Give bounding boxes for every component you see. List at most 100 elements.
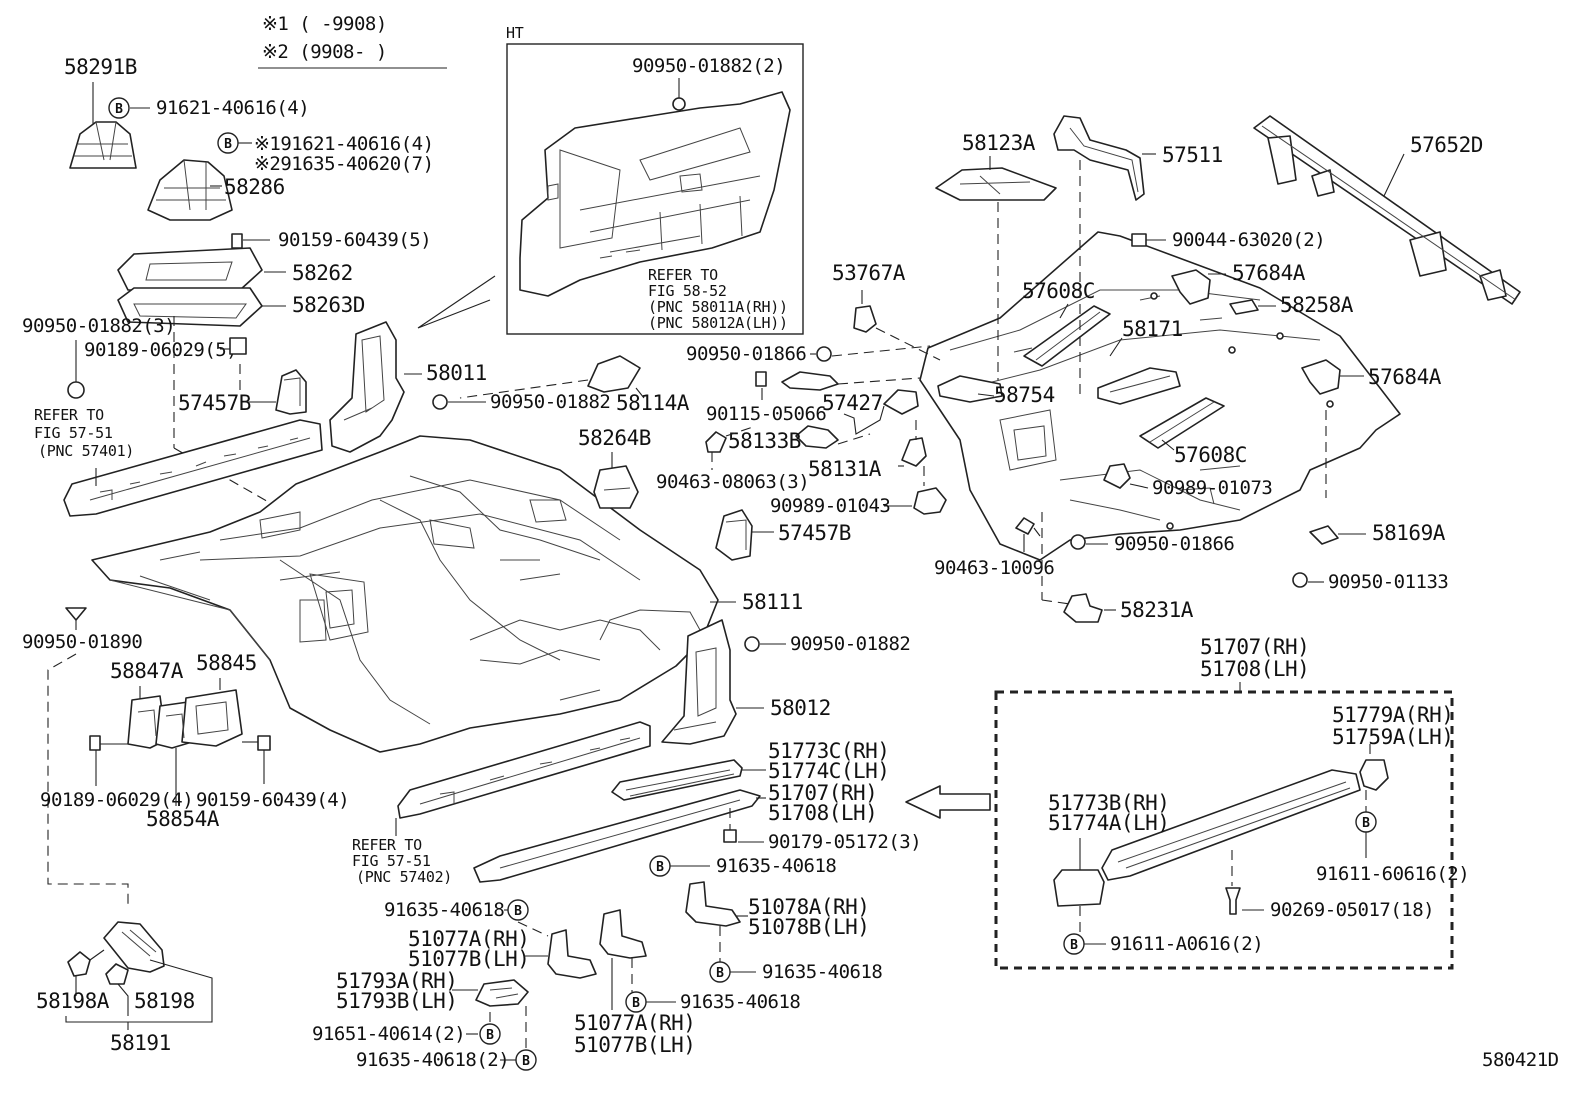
label-91635-40620-note2: ※291635-40620(7) bbox=[254, 153, 434, 175]
label-58012: 58012 bbox=[770, 696, 831, 720]
label-57511: 57511 bbox=[1162, 143, 1223, 167]
bracket-58133B bbox=[795, 425, 839, 449]
label-51793B: 51793B(LH) bbox=[336, 989, 457, 1013]
plug-set-58191: 58198A 58198 58191 bbox=[36, 921, 213, 1055]
label-57427: 57427 bbox=[822, 391, 883, 415]
label-58114A: 58114A bbox=[616, 391, 690, 415]
refer-57b-1: REFER TO bbox=[352, 836, 422, 854]
left-side-group: REFER TO FIG 57-51 (PNC 57401) 58011 574… bbox=[34, 321, 690, 517]
label-58133B: 58133B bbox=[728, 429, 801, 453]
plug-58198-icon bbox=[105, 963, 129, 985]
clip-90950-01866a-icon bbox=[816, 346, 832, 362]
clip-90463-08063-icon bbox=[705, 431, 727, 453]
label-51077A-a: 51077A(RH) bbox=[408, 927, 529, 951]
label-58171: 58171 bbox=[1122, 317, 1183, 341]
bolt-badge: B bbox=[522, 1054, 530, 1069]
label-91635-40618-d: 91635-40618 bbox=[680, 991, 800, 1013]
plug-90044-icon bbox=[1131, 233, 1147, 247]
shift-boot-58291B bbox=[69, 121, 137, 169]
label-51793A: 51793A(RH) bbox=[336, 969, 457, 993]
clip-90950-icon bbox=[67, 381, 85, 399]
panel-58011 bbox=[329, 321, 405, 453]
bolt-90115-icon bbox=[755, 371, 767, 387]
scuff-assembly-detail: 51707(RH) 51708(LH) 51779A(RH) 51759A(LH… bbox=[905, 635, 1470, 970]
label-90950-01882-d: 90950-01882 bbox=[790, 633, 910, 655]
bracket-58123A bbox=[935, 167, 1057, 201]
member-57511 bbox=[1053, 115, 1145, 201]
ht-refer-3: (PNC 58011A(RH)) bbox=[648, 298, 788, 316]
refer-57-1: REFER TO bbox=[34, 406, 104, 424]
label-51077A-b: 51077A(RH) bbox=[574, 1011, 695, 1035]
label-90463-08063-3: 90463-08063(3) bbox=[656, 471, 809, 493]
shift-boot-58286 bbox=[147, 159, 233, 221]
rear-floor-pan-58171 bbox=[919, 231, 1401, 561]
refer-57-2: FIG 57-51 bbox=[34, 424, 113, 442]
bolt-90159-icon bbox=[231, 233, 243, 249]
panel-58012 bbox=[661, 619, 737, 745]
label-58198: 58198 bbox=[134, 989, 195, 1013]
label-90189-06029-4: 90189-06029(4) bbox=[40, 789, 193, 811]
bolt-badge: B bbox=[632, 996, 640, 1011]
bolt-badge: B bbox=[1070, 938, 1078, 953]
legend: ※1 ( -9908) ※2 (9908- ) bbox=[258, 13, 447, 69]
clip-90950-01890-icon bbox=[65, 607, 87, 621]
label-90950-01866b: 90950-01866 bbox=[1114, 533, 1234, 555]
label-58231A: 58231A bbox=[1120, 598, 1194, 622]
right-side-panel-group: 58012 90950-01882 bbox=[661, 619, 911, 745]
label-91611-60616-2: 91611-60616(2) bbox=[1316, 863, 1469, 885]
label-58111: 58111 bbox=[742, 590, 803, 614]
label-90115-05066: 90115-05066 bbox=[706, 403, 826, 425]
label-51707-header: 51707(RH) bbox=[1200, 635, 1309, 659]
label-91635-40618-b: 91635-40618 bbox=[762, 961, 882, 983]
plug-58169A-icon bbox=[1309, 525, 1339, 545]
label-58198A: 58198A bbox=[36, 989, 110, 1013]
label-90950-01882-c: 90950-01882 bbox=[490, 391, 610, 413]
bracket-51077-b bbox=[599, 909, 647, 959]
label-51077B-a: 51077B(LH) bbox=[408, 947, 529, 971]
label-51774C: 51774C(LH) bbox=[768, 759, 889, 783]
label-90269-05017-18: 90269-05017(18) bbox=[1270, 899, 1434, 921]
label-90159-60439-5: 90159-60439(5) bbox=[278, 229, 431, 251]
label-58191: 58191 bbox=[110, 1031, 171, 1055]
label-91621-40616-4: 91621-40616(4) bbox=[156, 97, 309, 119]
bracket-53767A bbox=[853, 305, 877, 333]
label-51078A: 51078A(RH) bbox=[748, 895, 869, 919]
label-91651-40614-2: 91651-40614(2) bbox=[312, 1023, 465, 1045]
label-90159-60439-4: 90159-60439(4) bbox=[196, 789, 349, 811]
refer-57b-2: FIG 57-51 bbox=[352, 852, 431, 870]
ht-inset-title: HT bbox=[506, 24, 524, 42]
bolt-badge: B bbox=[115, 102, 123, 117]
label-57608C-b: 57608C bbox=[1174, 443, 1247, 467]
plug-58258A-icon bbox=[1229, 299, 1259, 315]
nut-90189-icon bbox=[229, 337, 247, 355]
label-58264B: 58264B bbox=[578, 426, 651, 450]
label-90950-01882-3: 90950-01882(3) bbox=[22, 315, 175, 337]
label-58258A: 58258A bbox=[1280, 293, 1354, 317]
end-cap-51773B bbox=[1053, 869, 1105, 907]
label-91635-40618-c: 91635-40618 bbox=[384, 899, 504, 921]
label-57684A-a: 57684A bbox=[1232, 261, 1306, 285]
label-57457B-b: 57457B bbox=[778, 521, 851, 545]
bolt-badge: B bbox=[1362, 816, 1370, 831]
clip-90463-10096-icon bbox=[1015, 517, 1035, 535]
label-51774A: 51774A(LH) bbox=[1048, 811, 1169, 835]
front-floor-pan: 58111 58264B 57457B 90950-01890 bbox=[22, 426, 851, 904]
bracket-57457B-b bbox=[715, 509, 753, 561]
label-53767A: 53767A bbox=[832, 261, 906, 285]
bracket-90989-01043 bbox=[913, 487, 947, 515]
rocker-sill-left bbox=[63, 419, 323, 517]
label-51077B-b: 51077B(LH) bbox=[574, 1033, 695, 1057]
sill-scuff-group: REFER TO FIG 57-51 (PNC 57402) 51773C(RH… bbox=[312, 721, 922, 1071]
label-90189-06029-5: 90189-06029(5) bbox=[84, 339, 237, 361]
ht-inset: HT 90950-01882(2) REFER TO FIG 58-52 (PN… bbox=[417, 24, 804, 335]
label-58169A: 58169A bbox=[1372, 521, 1446, 545]
label-58286: 58286 bbox=[224, 175, 285, 199]
label-58123A: 58123A bbox=[962, 131, 1036, 155]
label-58854A: 58854A bbox=[146, 807, 220, 831]
bolt-badge: B bbox=[486, 1028, 494, 1043]
bolt-90189-06029-4-icon bbox=[89, 735, 101, 751]
label-57608C-a: 57608C bbox=[1022, 279, 1095, 303]
shift-boot-group: 58291B B 91621-40616(4) B ※191621-40616(… bbox=[22, 55, 434, 521]
end-cap-51779A bbox=[1359, 759, 1389, 791]
bolt-badge: B bbox=[656, 860, 664, 875]
